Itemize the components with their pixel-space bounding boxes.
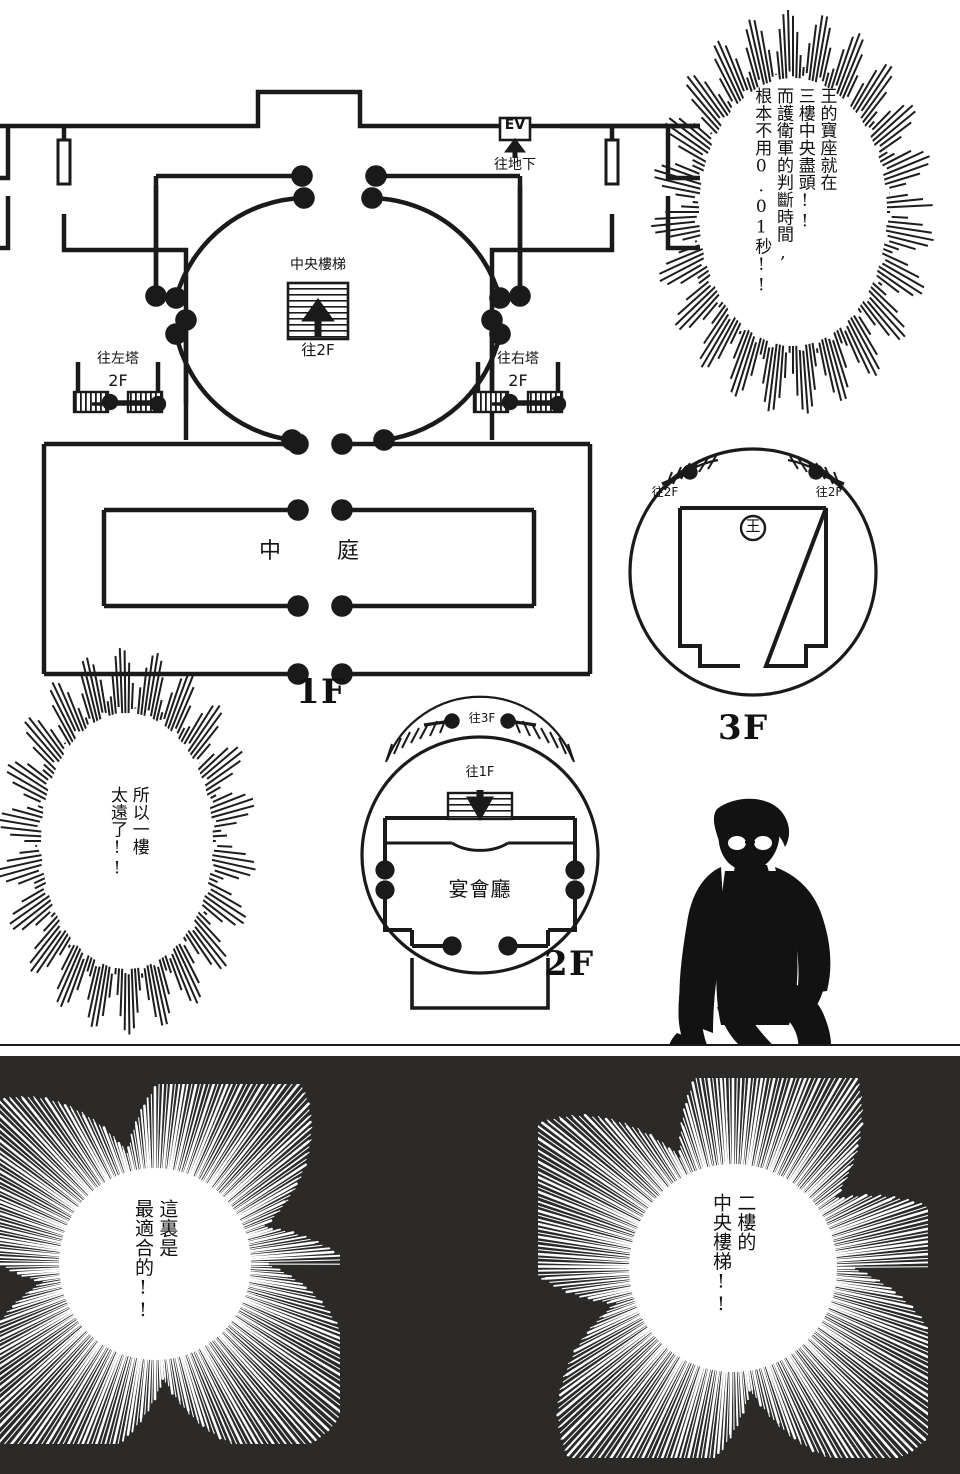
courtyard-label-1: 中 [258,539,281,564]
right-tower-stairs [472,390,567,414]
bubble-line: 中央樓梯!! [710,1193,732,1316]
inset3f-stair-right-label: 往2F [815,485,843,499]
crouching-man-in-suit [668,798,831,1046]
central-stair-destination-label: 往2F [301,341,335,359]
bubble-line: 二樓的 [734,1193,757,1252]
radial-burst-left [0,1056,352,1471]
bubble-line: 王的寶座就在 [816,87,837,192]
floor-label-2f: 2F [544,944,595,984]
bubble-most-suitable: 這裏是 最適合的!! [0,1056,352,1471]
throne-marker-label: 王 [745,517,761,535]
elevator-label: EV [504,117,526,133]
spiky-oval-outline [0,648,256,1035]
panel-divider-top [0,1044,960,1047]
central-staircase [286,281,350,341]
bubble-throne-location-text: 王的寶座就在 三樓中央盡頭!! 而護衛軍的判斷時間, 根本不用0.01秒!! [750,87,837,337]
left-tower-stairs [72,390,167,414]
bubble-throne-location: 王的寶座就在 三樓中央盡頭!! 而護衛軍的判斷時間, 根本不用0.01秒!! [636,10,950,414]
floor-label-1f: 1F [296,672,347,712]
palace-floorplan [0,89,878,1010]
inset2f-stair-down-label: 往1F [465,765,495,780]
inset-2f-plan [360,695,600,1010]
bubble-line: 而護衛軍的判斷時間, [773,87,793,264]
central-stair-label: 中央樓梯 [290,257,346,273]
bubble-most-suitable-text: 這裏是 最適合的!! [131,1199,180,1329]
bubble-line: 這裏是 [156,1199,179,1258]
bubble-line: 三樓中央盡頭!! [794,87,815,232]
bubble-line: 太遠了!! [107,786,127,879]
spiky-oval-outline [651,10,934,414]
inset3f-stair-left-label: 往2F [651,485,679,499]
right-tower-label: 往右塔 [497,351,539,367]
elevator-symbol [498,116,532,158]
panel-gutter [0,1046,960,1056]
bubble-second-floor-stair-text: 二樓的 中央樓梯!! [709,1193,758,1343]
floor-label-3f: 3F [718,708,769,748]
elevator-destination-label: 往地下 [494,157,536,173]
left-tower-label: 往左塔 [97,351,139,367]
bubble-line: 所以一樓 [128,786,149,856]
bottom-panel: 這裏是 最適合的!! 二樓的 中央樓梯!! [0,1056,960,1474]
bubble-line: 根本不用0.01秒!! [751,87,772,296]
top-panel: EV 往地下 中央樓梯 往2F 往左塔 2F 往右塔 2F 中 庭 1F 王 往… [0,10,950,1046]
bubble-line: 最適合的!! [132,1199,154,1322]
right-tower-floor-label: 2F [508,371,528,390]
banquet-hall-label: 宴會廳 [448,877,512,901]
inset2f-stair-up-label: 往3F [468,711,496,725]
bubble-second-floor-stair: 二樓的 中央樓梯!! [489,1056,960,1474]
inset-3f-plan [628,447,878,697]
left-tower-floor-label: 2F [108,371,128,390]
courtyard-label-2: 庭 [336,539,359,564]
bubble-first-floor-too-far-text: 所以一樓 太遠了!! [105,786,149,896]
bubble-first-floor-too-far: 所以一樓 太遠了!! [0,646,272,1036]
